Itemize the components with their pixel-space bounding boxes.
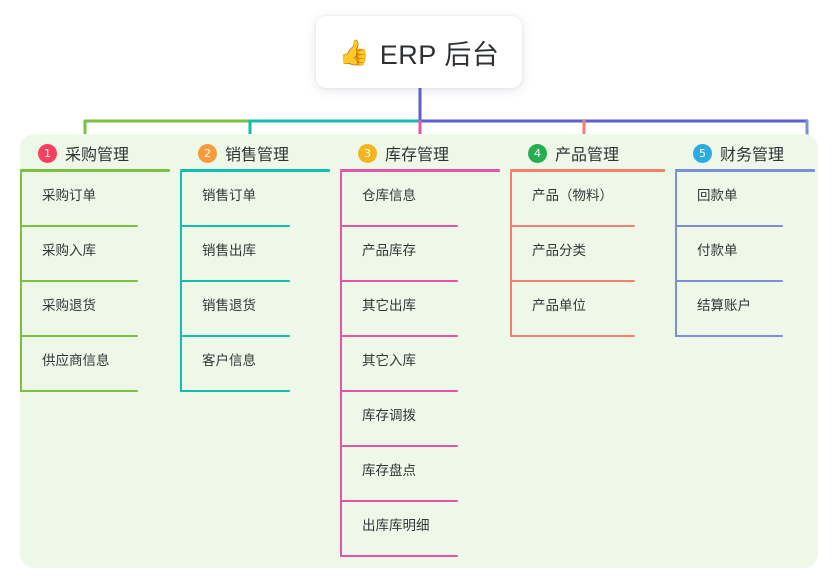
branch-leaf-rule [340, 390, 458, 392]
branch-header-3[interactable]: 3 库存管理 [340, 134, 500, 172]
thumbs-up-icon: 👍 [338, 37, 370, 67]
branch-number-badge: 4 [528, 143, 547, 163]
branch-leaf-rule [180, 280, 290, 282]
branch-leaf-rule [340, 555, 458, 557]
branch-leaf-rule [180, 225, 290, 227]
branch-leaf-rule [675, 280, 783, 282]
branch-leaf[interactable]: 产品单位 [510, 282, 635, 337]
branch-header-5[interactable]: 5 财务管理 [675, 134, 815, 172]
branch-header-rule [340, 169, 500, 172]
branch-leaf-rule [340, 445, 458, 447]
branch-leaf-label: 其它出库 [362, 298, 416, 313]
branch-leaf[interactable]: 仓库信息 [340, 172, 458, 227]
branch-column-5: 5 财务管理回款单付款单结算账户 [675, 134, 815, 337]
branch-leaf-rule [20, 280, 138, 282]
branch-leaf-label: 出库库明细 [362, 518, 430, 533]
branch-leaf-label: 产品分类 [532, 243, 586, 258]
branch-leaf-rule [510, 225, 635, 227]
branch-column-3: 3 库存管理仓库信息产品库存其它出库其它入库库存调拨库存盘点出库库明细 [340, 134, 500, 557]
branch-number-badge: 2 [198, 143, 217, 163]
branch-spine [20, 172, 22, 392]
root-node-card[interactable]: 👍 ERP 后台 [316, 16, 522, 88]
branch-spine [180, 172, 182, 392]
branch-leaf-rule [20, 225, 138, 227]
branch-header-2[interactable]: 2 销售管理 [180, 134, 330, 172]
branch-leaf-rule [510, 280, 635, 282]
branch-leaf-label: 供应商信息 [42, 353, 110, 368]
branch-spine [675, 172, 677, 337]
branch-leaf-label: 库存盘点 [362, 463, 416, 478]
root-node-content: 👍 ERP 后台 [339, 33, 500, 72]
branch-leaf-rule [675, 225, 783, 227]
branch-leaf-rule [180, 335, 290, 337]
branch-leaf[interactable]: 销售退货 [180, 282, 290, 337]
branch-leaf-rule [340, 280, 458, 282]
branch-leaf-label: 产品库存 [362, 243, 416, 258]
branch-leaf-label: 产品（物料） [532, 188, 613, 203]
root-node-title: ERP 后台 [379, 39, 500, 70]
branch-leaf[interactable]: 采购入库 [20, 227, 138, 282]
branch-leaf-rule [340, 335, 458, 337]
branch-leaf[interactable]: 库存调拨 [340, 392, 458, 447]
branches-panel: 1 采购管理采购订单采购入库采购退货供应商信息 2 销售管理销售订单销售出库销售退货客… [20, 134, 818, 568]
branch-header-rule [180, 169, 330, 172]
branch-leaf[interactable]: 销售出库 [180, 227, 290, 282]
branch-leaf-label: 销售订单 [202, 188, 256, 203]
branch-title: 库存管理 [385, 147, 450, 164]
branch-leaf-label: 产品单位 [532, 298, 586, 313]
branch-leaf-label: 其它入库 [362, 353, 416, 368]
branch-title: 产品管理 [555, 147, 620, 164]
branch-leaf[interactable]: 供应商信息 [20, 337, 138, 392]
branch-leaf-label: 销售退货 [202, 298, 256, 313]
branch-spine [510, 172, 512, 337]
branch-spine [340, 172, 342, 557]
branch-header-1[interactable]: 1 采购管理 [20, 134, 170, 172]
branch-leaf-rule [675, 335, 783, 337]
branch-leaf[interactable]: 产品（物料） [510, 172, 635, 227]
branch-column-1: 1 采购管理采购订单采购入库采购退货供应商信息 [20, 134, 170, 392]
branch-leaf[interactable]: 其它入库 [340, 337, 458, 392]
branch-column-2: 2 销售管理销售订单销售出库销售退货客户信息 [180, 134, 330, 392]
branch-leaf[interactable]: 采购订单 [20, 172, 138, 227]
branch-leaf[interactable]: 付款单 [675, 227, 783, 282]
branch-leaf-rule [340, 225, 458, 227]
branch-leaf-label: 仓库信息 [362, 188, 416, 203]
branch-leaf-rule [20, 335, 138, 337]
branch-header-4[interactable]: 4 产品管理 [510, 134, 665, 172]
branch-title: 销售管理 [225, 147, 290, 164]
branch-leaf-label: 回款单 [697, 188, 738, 203]
branch-leaf[interactable]: 结算账户 [675, 282, 783, 337]
branch-leaf[interactable]: 采购退货 [20, 282, 138, 337]
branch-leaf[interactable]: 产品库存 [340, 227, 458, 282]
branch-leaf[interactable]: 销售订单 [180, 172, 290, 227]
branch-title: 采购管理 [65, 147, 130, 164]
branch-number-badge: 5 [693, 143, 712, 163]
branch-leaf[interactable]: 产品分类 [510, 227, 635, 282]
branch-leaf-rule [20, 390, 138, 392]
branch-leaf[interactable]: 回款单 [675, 172, 783, 227]
branch-leaf-rule [340, 500, 458, 502]
branch-leaf-label: 销售出库 [202, 243, 256, 258]
branch-leaf-rule [180, 390, 290, 392]
branch-header-rule [20, 169, 170, 172]
branch-header-rule [675, 169, 815, 172]
branch-leaf[interactable]: 其它出库 [340, 282, 458, 337]
branch-leaf-label: 库存调拨 [362, 408, 416, 423]
branch-leaf-label: 采购退货 [42, 298, 96, 313]
branch-leaf[interactable]: 出库库明细 [340, 502, 458, 557]
branch-leaf-label: 付款单 [697, 243, 738, 258]
branch-number-badge: 1 [38, 143, 57, 163]
branch-leaf-rule [510, 335, 635, 337]
branch-leaf-label: 采购订单 [42, 188, 96, 203]
branch-leaf[interactable]: 客户信息 [180, 337, 290, 392]
branch-leaf[interactable]: 库存盘点 [340, 447, 458, 502]
branch-column-4: 4 产品管理产品（物料） 产品分类产品单位 [510, 134, 665, 337]
branch-header-rule [510, 169, 665, 172]
branch-leaf-label: 结算账户 [697, 298, 751, 313]
branch-leaf-label: 客户信息 [202, 353, 256, 368]
branch-number-badge: 3 [358, 143, 377, 163]
branch-title: 财务管理 [720, 147, 785, 164]
branch-leaf-label: 采购入库 [42, 243, 96, 258]
